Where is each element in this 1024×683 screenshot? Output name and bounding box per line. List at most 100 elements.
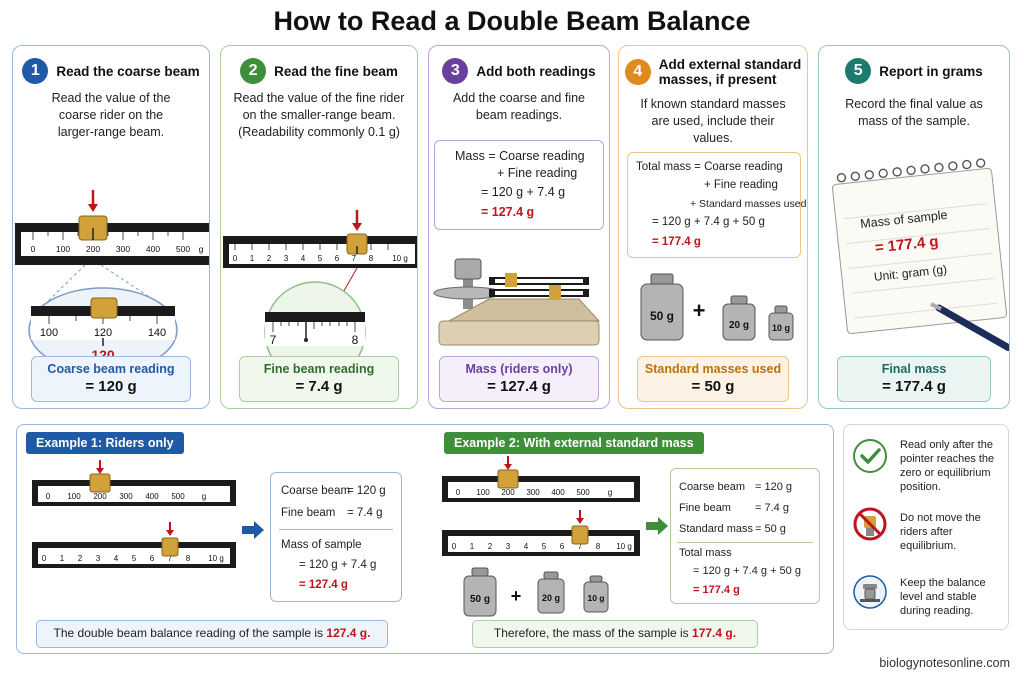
fine-tick-label: 8 [596,542,601,551]
tip-3: Keep the balance level and stable during… [900,577,986,617]
step-1-title: Read the coarse beam [56,63,200,79]
step-1-number: 1 [22,58,49,84]
zoom-tick-label: 8 [352,333,359,347]
example-1-equation: Coarse beam = 120 g Fine beam = 7.4 g Ma… [270,472,402,602]
red-arrow-icon [576,518,584,524]
divider [677,542,813,543]
step-5-header: 5 Report in grams [819,56,1009,86]
step-4-number: 4 [624,59,651,85]
fine-tick-label: 7 [352,254,357,263]
page-title: How to Read a Double Beam Balance [273,6,751,36]
fine-tick-label: 3 [506,542,511,551]
fine-tick-label: 0 [233,254,238,263]
pen-icon [930,302,1009,351]
fine-tick-label: 2 [78,554,83,563]
weight-label: 10 g [587,593,604,603]
red-arrow-icon [88,204,98,212]
coarse-tick-label: 200 [501,488,515,497]
step-1-description: Read the value of the coarse rider on th… [51,91,171,139]
coarse-tick-label: 0 [456,488,461,497]
weight-label: 20 g [542,593,560,603]
coarse-unit-label: g [202,492,206,501]
step-3-result: Mass (riders only) = 127.4 g [439,356,599,402]
coarse-unit-label: g [199,244,204,254]
red-arrow-icon [96,468,104,474]
balance-icon [853,575,887,609]
notebook-illustration: Mass of sample = 177.4 g Unit: gram (g) [832,158,1009,351]
fine-tick-label: 7 [578,542,583,551]
fine-tick-label: 0 [42,554,47,563]
fine-tick-label: 1 [250,254,255,263]
fine-tick-label: 7 [168,554,173,563]
coarse-tick-label: 400 [146,244,160,254]
step-2-card: 2 Read the fine beam Read the value of t… [220,45,418,409]
notebook-page [832,167,1008,335]
step-3-title: Add both readings [476,63,596,79]
coarse-tick-label: 0 [46,492,51,501]
fine-tick-label: 8 [186,554,191,563]
weight-label: 50 g [470,594,490,605]
example-2-tag: Example 2: With external standard mass [444,432,704,454]
step-2-result: Fine beam reading = 7.4 g [239,356,399,402]
step-1-header: 1 Read the coarse beam [13,56,209,86]
step-3-equation: Mass = Coarse reading + Fine reading = 1… [434,140,604,230]
coarse-tick-label: 100 [67,492,81,501]
red-arrow-icon [166,530,174,536]
fine-tick-label: 2 [488,542,493,551]
fine-tick-label: 10 g [616,542,632,551]
step-4-header: 4 Add external standard masses, if prese… [619,54,807,90]
fine-beam-illustration: 0 1 2 3 4 5 6 7 8 10 g 7 8 7.4 [223,210,417,361]
zoom-tick-label: 120 [94,327,112,339]
step-5-number: 5 [845,58,872,84]
step-2-header: 2 Read the fine beam [221,56,417,86]
step-4-description: If known standard masses are used, inclu… [640,97,786,145]
coarse-tick-label: 200 [86,244,100,254]
coarse-tick-label: 500 [176,244,190,254]
coarse-tick-label: 300 [116,244,130,254]
fine-tick-label: 6 [335,254,340,263]
tip-1: Read only after the pointer reaches the … [900,439,995,493]
fine-tick-label: 3 [284,254,289,263]
arrow-right-icon [646,517,668,535]
weight-label: 20 g [729,320,749,331]
coarse-tick-label: 400 [551,488,565,497]
step-3-header: 3 Add both readings [429,56,609,86]
fine-tick-label: 4 [114,554,119,563]
step-2-description: Read the value of the fine rider on the … [233,91,405,139]
fine-tick-label: 2 [267,254,272,263]
coarse-tick-label: 300 [526,488,540,497]
fine-tick-label: 5 [132,554,137,563]
fine-tick-label: 5 [542,542,547,551]
example-1-beams: 0 100 200 300 400 500 g 0 1 2 3 4 5 6 7 … [32,460,236,568]
fine-tick-label: 3 [96,554,101,563]
arrow-right-icon [242,521,264,539]
fine-tick-label: 5 [318,254,323,263]
coarse-tick-label: 400 [145,492,159,501]
step-4-result: Standard masses used = 50 g [637,356,789,402]
triple-beam-balance-icon [433,258,601,346]
step-4-card: 4 Add external standard masses, if prese… [618,45,808,409]
fine-tick-label: 4 [524,542,529,551]
example-2-weights: 50 g + 20 g 10 g [463,567,609,617]
coarse-unit-label: g [608,488,612,497]
coarse-tick-label: 0 [31,244,36,254]
no-touch-icon [853,507,887,541]
fine-tick-label: 10 g [392,254,408,263]
red-arrow-icon [504,464,512,470]
coarse-tick-label: 200 [93,492,107,501]
step-3-description: Add the coarse and fine beam readings. [452,91,586,122]
standard-weights: 50 g + 20 g 10 g [640,273,794,341]
notebook-value: = 177.4 g [874,233,939,257]
fine-tick-label: 1 [60,554,65,563]
step-2-title: Read the fine beam [274,63,398,79]
example-2-equation: Coarse beam = 120 g Fine beam = 7.4 g St… [670,468,820,604]
fine-tick-label: 10 g [208,554,224,563]
step-2-number: 2 [240,58,267,84]
fine-tick-label: 1 [470,542,475,551]
footer-credit: biologynotesonline.com [879,656,1010,670]
coarse-beam-illustration: 0 100 200 300 400 500 g 100 120 140 120 [15,190,209,361]
divider [279,529,393,530]
example-1-conclusion: The double beam balance reading of the s… [36,620,388,648]
tip-2: Do not move the riders after equilibrium… [900,512,981,552]
step-3-card: 3 Add both readings Add the coarse and f… [428,45,610,409]
